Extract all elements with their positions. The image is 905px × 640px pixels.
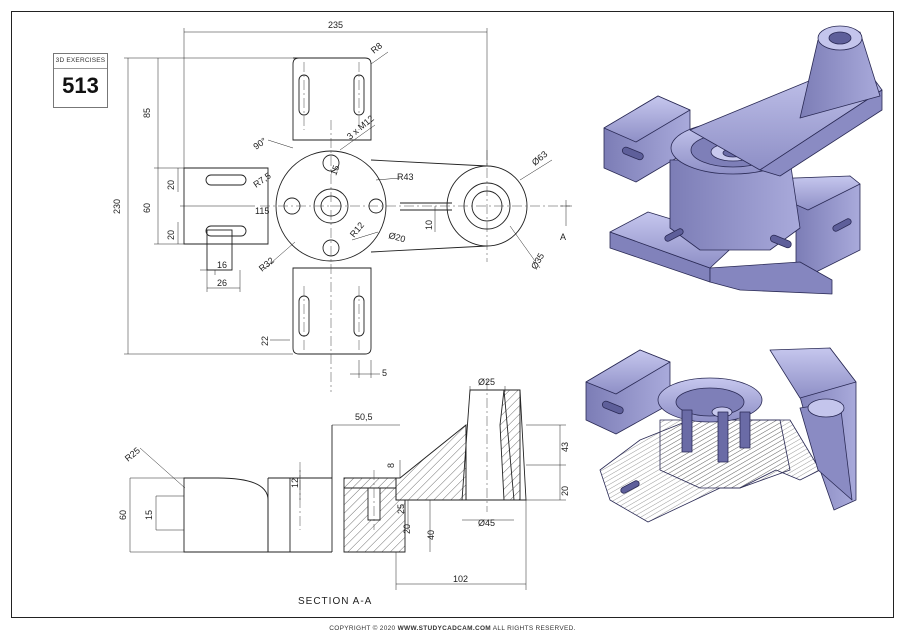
section-view	[183, 389, 527, 553]
plan-web-top	[370, 159, 488, 167]
drawing-frame	[11, 11, 894, 618]
dim-r32: R32	[257, 255, 276, 273]
dim-60-section: 60	[118, 510, 128, 520]
plan-dimension-labels: 235 R8 85 230 90° 3 x M12 R7,5 15 R43 Ø6…	[112, 20, 566, 378]
dim-r8: R8	[369, 40, 384, 55]
dim-60: 60	[142, 203, 152, 213]
dim-85: 85	[142, 108, 152, 118]
dim-90deg: 90°	[251, 135, 268, 151]
dim-20b: 20	[166, 230, 176, 240]
plan-dimension-lines	[124, 28, 572, 378]
iso-model-section	[585, 347, 857, 523]
copyright-prefix: COPYRIGHT © 2020	[329, 625, 398, 632]
section-left-base	[183, 477, 269, 553]
section-arrow-a: A	[560, 232, 566, 242]
dim-d20: Ø20	[387, 230, 406, 244]
plan-slot-left-bottom	[205, 225, 247, 237]
plan-top-arm	[292, 57, 372, 141]
dim-26: 26	[217, 278, 227, 288]
copyright-footer: COPYRIGHT © 2020 WWW.STUDYCADCAM.COM ALL…	[0, 625, 905, 632]
plan-center-lines	[260, 62, 570, 392]
iso-model-top	[603, 25, 883, 295]
dim-235: 235	[328, 20, 343, 30]
exercise-badge: 3D EXERCISES 513	[53, 53, 108, 108]
dim-15-section: 15	[144, 510, 154, 520]
dim-102: 102	[453, 574, 468, 584]
dim-22: 22	[260, 336, 270, 346]
dim-8: 8	[386, 463, 396, 468]
plan-rib-slot	[400, 202, 452, 211]
dim-d35: Ø35	[529, 251, 546, 271]
dim-505: 50,5	[355, 412, 373, 422]
badge-number: 513	[62, 73, 99, 98]
plan-left-arm	[183, 167, 269, 245]
section-label: SECTION A-A	[298, 596, 372, 607]
dim-d25-top: Ø25	[478, 377, 495, 387]
dim-r25: R25	[123, 445, 142, 463]
dim-12: 12	[290, 478, 300, 488]
section-dimension-lines	[129, 386, 566, 590]
dim-230: 230	[112, 199, 122, 214]
dim-20-right: 20	[560, 486, 570, 496]
dim-d63: Ø63	[530, 149, 549, 168]
plan-bottom-arm	[292, 267, 372, 355]
dim-5: 5	[382, 368, 387, 378]
badge-label: 3D EXERCISES	[55, 57, 106, 64]
dim-d45: Ø45	[478, 518, 495, 528]
section-web-hatch	[395, 424, 467, 501]
section-center-lines	[299, 380, 488, 530]
dim-20a: 20	[166, 180, 176, 190]
plan-web-bottom	[370, 245, 488, 253]
dim-10: 10	[424, 220, 434, 230]
dim-16: 16	[217, 260, 227, 270]
dim-115: 115	[255, 206, 269, 216]
dim-40: 40	[426, 530, 436, 540]
badge-separator	[54, 68, 107, 69]
section-dimension-labels: 50,5 Ø25 R25 43 8 12 60 15 25 20 40 20 Ø…	[118, 377, 570, 607]
copyright-site-link[interactable]: WWW.STUDYCADCAM.COM	[397, 625, 492, 632]
section-boss-hatch	[499, 389, 521, 501]
copyright-suffix: ALL RIGHTS RESERVED.	[491, 625, 576, 632]
dim-r75: R7,5	[251, 171, 272, 190]
dim-r43: R43	[397, 172, 414, 182]
plan-slot-left-top	[205, 174, 247, 186]
dim-43: 43	[560, 442, 570, 452]
dim-15: 15	[328, 164, 341, 177]
dim-25-section: 25	[396, 504, 406, 514]
dim-20-left: 20	[402, 524, 412, 534]
